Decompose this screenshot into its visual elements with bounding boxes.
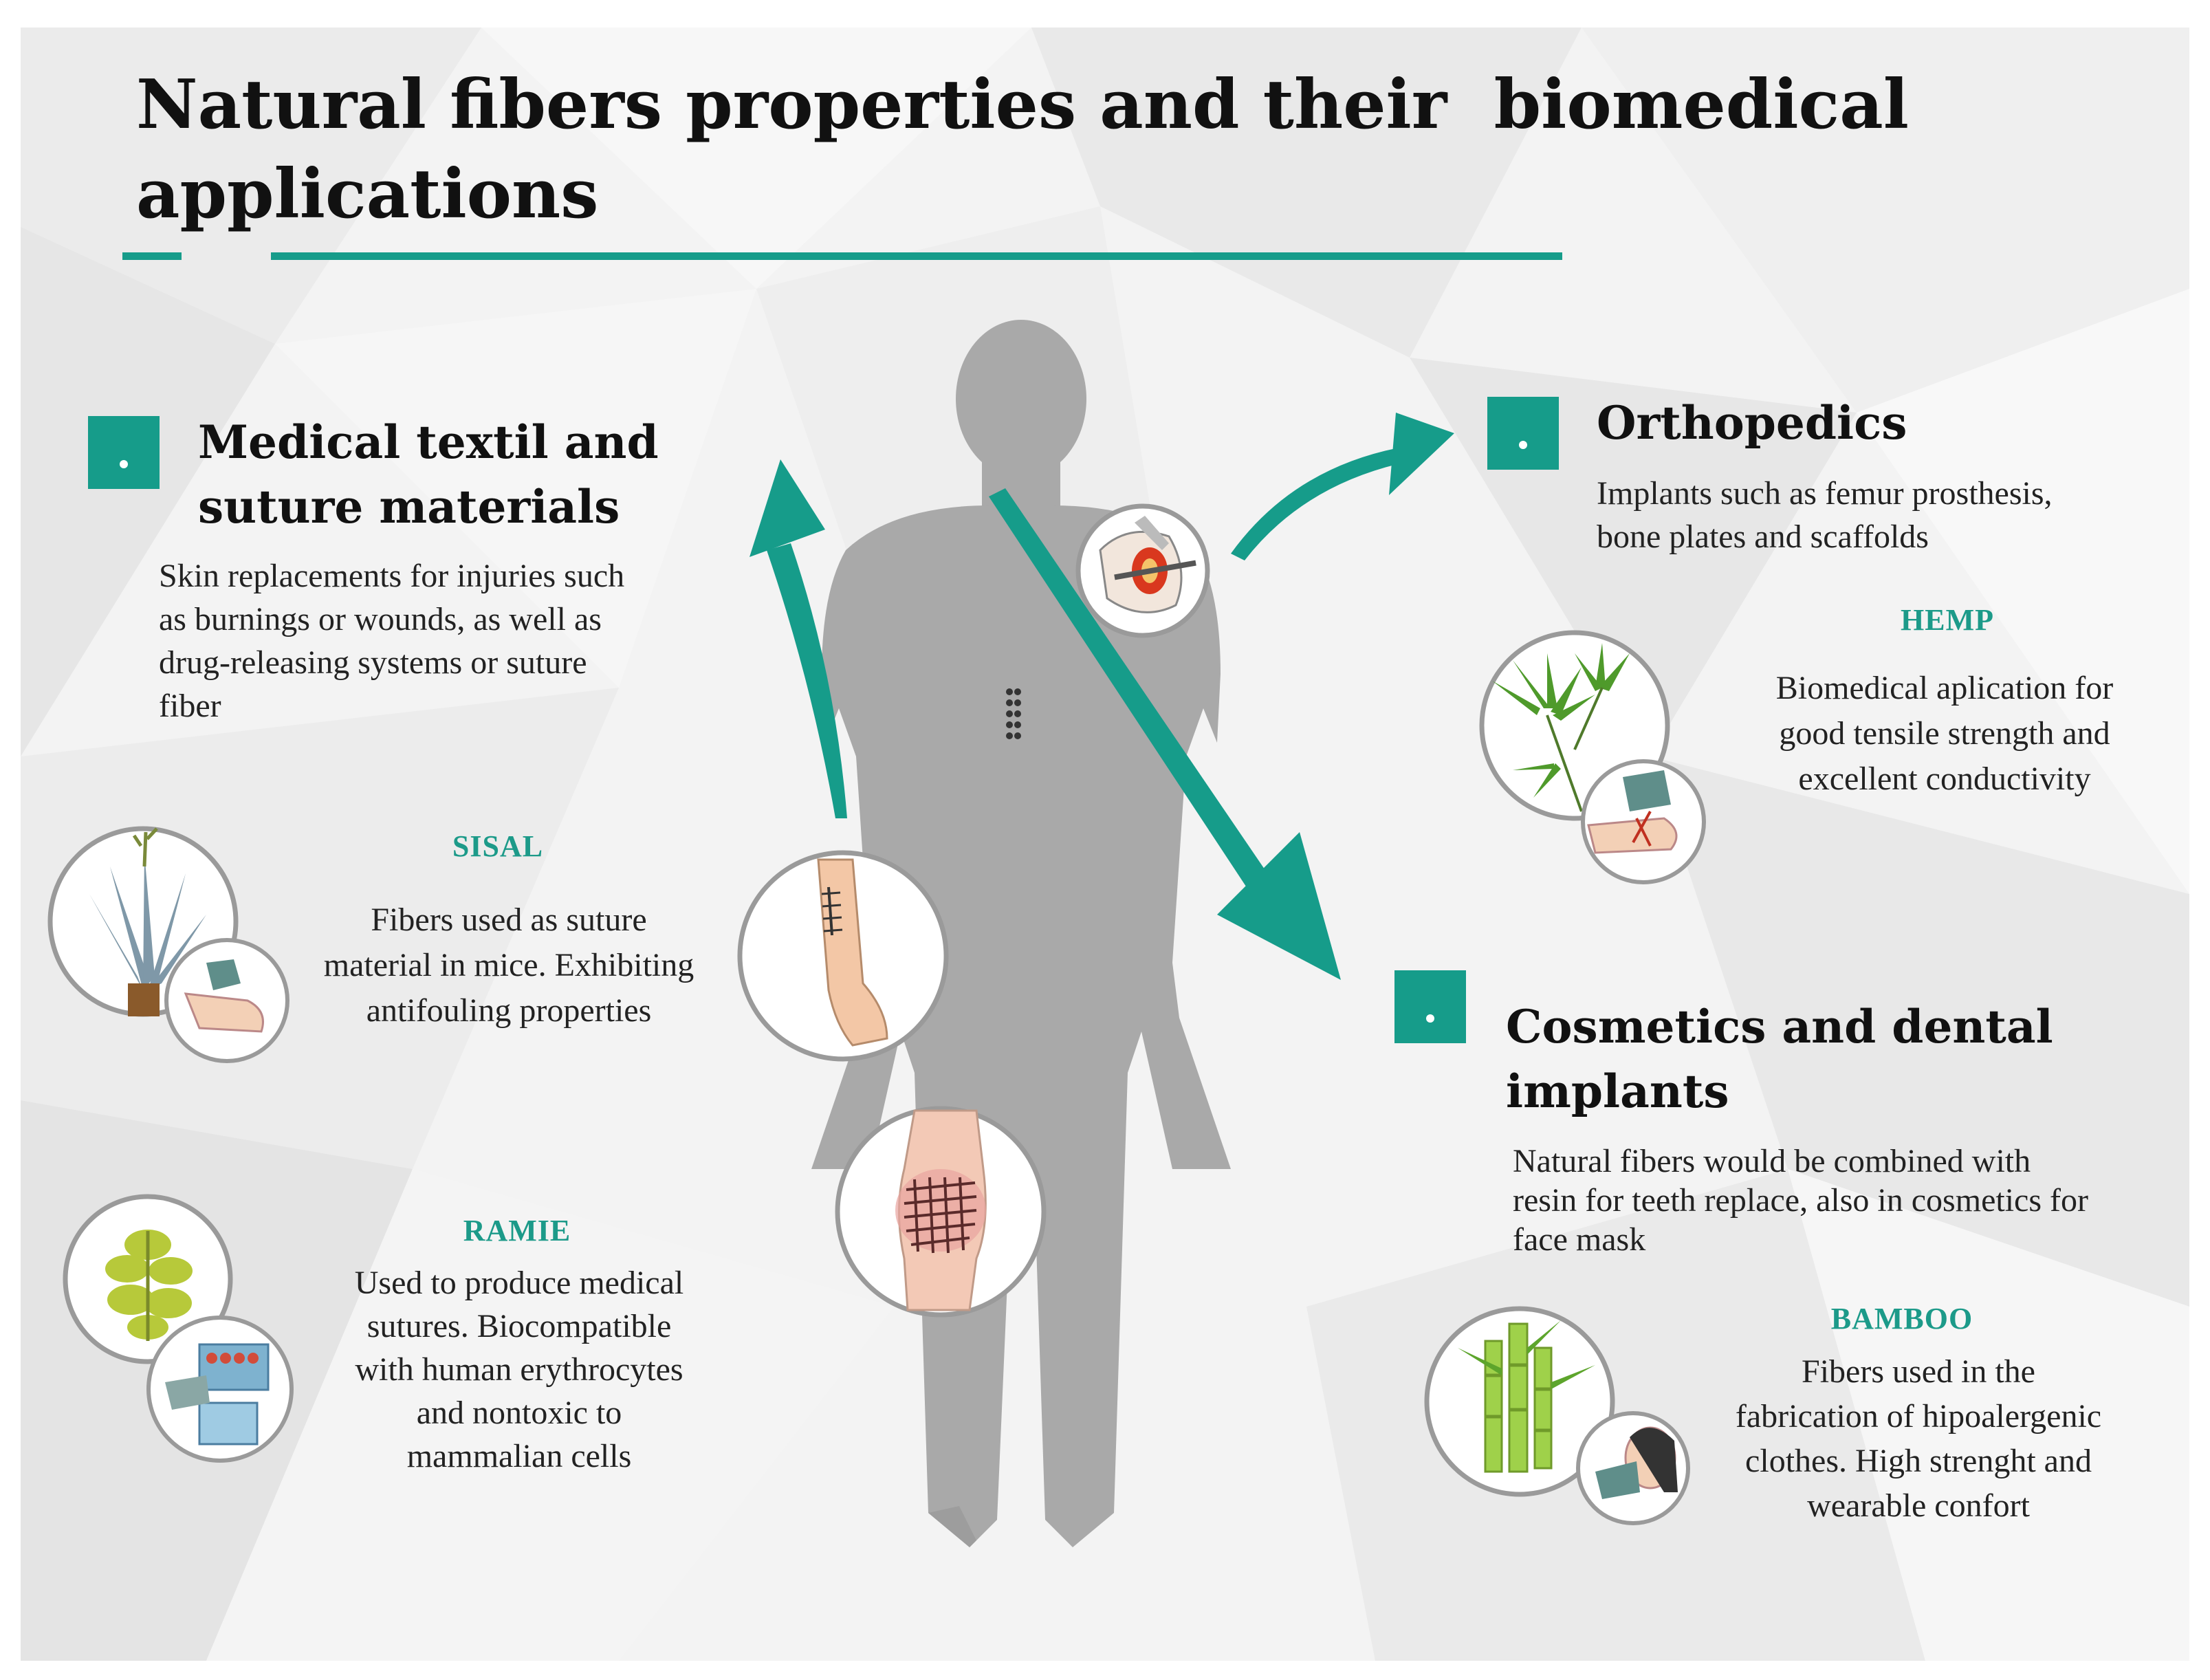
bamboo-icon (1424, 1306, 1690, 1525)
orthopedics-desc-line: Implants such as femur prosthesis, (1597, 475, 2053, 512)
sisal-description: Fibers used as suture material in mice. … (289, 897, 729, 1034)
knee-wound-icon (835, 1106, 1047, 1318)
page-title-line1: Natural fibers properties and their biom… (136, 65, 1909, 144)
hemp-label: HEMP (1901, 603, 1994, 637)
sisal-desc-line: antifouling properties (366, 992, 652, 1029)
medical-textile-heading: Medical textil and suture materials (198, 410, 817, 539)
page-title-line2: applications (136, 155, 599, 234)
bamboo-desc-line: fabrication of hipoalergenic (1735, 1398, 2102, 1434)
medical-textile-desc-line: Skin replacements for injuries such (159, 558, 625, 594)
section-marker-orthopedics (1487, 397, 1559, 470)
sisal-label: SISAL (452, 829, 544, 863)
cosmetics-desc-line: face mask (1513, 1221, 1646, 1258)
cosmetics-heading: Cosmetics and dental implants (1506, 994, 2166, 1124)
orthopedics-heading: Orthopedics (1597, 396, 1907, 450)
hemp-desc-line: excellent conductivity (1798, 761, 2091, 797)
medical-textile-heading-line1: Medical textil and (198, 415, 659, 469)
bamboo-label: BAMBOO (1830, 1302, 1973, 1335)
medical-textile-desc-line: fiber (159, 688, 221, 724)
ramie-desc-line: and nontoxic to (416, 1395, 622, 1431)
cosmetics-description: Natural fibers would be combined with re… (1513, 1142, 2187, 1259)
forearm-suture-icon (737, 850, 949, 1062)
ramie-desc-line: sutures. Biocompatible (366, 1308, 672, 1344)
section-marker-medical-textile (88, 416, 160, 489)
ramie-description: Used to produce medical sutures. Biocomp… (303, 1261, 736, 1478)
medical-textile-heading-line2: suture materials (198, 480, 620, 534)
orthopedics-desc-line: bone plates and scaffolds (1597, 519, 1929, 555)
cosmetics-heading-line2: implants (1506, 1065, 1729, 1118)
medical-textile-desc-line: as burnings or wounds, as well as (159, 601, 602, 637)
spine-dots (1006, 688, 1021, 739)
hemp-leaf-icon (1479, 630, 1706, 884)
sisal-plant-icon (47, 826, 289, 1063)
page-title: Natural fibers properties and their biom… (136, 61, 1924, 239)
hemp-desc-line: Biomedical aplication for (1775, 670, 2114, 706)
arrow-to-cosmetics (989, 488, 1341, 980)
bamboo-desc-line: Fibers used in the (1802, 1353, 2035, 1390)
ramie-label: RAMIE (463, 1214, 571, 1247)
arrow-to-orthopedics (1231, 413, 1454, 560)
cosmetics-heading-line1: Cosmetics and dental (1506, 1000, 2053, 1054)
orthopedics-description: Implants such as femur prosthesis, bone … (1597, 472, 2188, 558)
ramie-desc-line: mammalian cells (406, 1438, 632, 1474)
hemp-desc-line: good tensile strength and (1779, 715, 2110, 752)
ramie-desc-line: Used to produce medical (354, 1265, 684, 1301)
cosmetics-desc-line: Natural fibers would be combined with (1513, 1143, 2031, 1179)
human-silhouette (811, 320, 1231, 1547)
medical-textile-desc-line: drug-releasing systems or suture (159, 644, 587, 681)
section-marker-cosmetics (1394, 970, 1466, 1043)
bamboo-desc-line: clothes. High strenght and (1745, 1443, 2092, 1479)
shoulder-surgery-icon (1075, 503, 1210, 638)
bamboo-desc-line: wearable confort (1807, 1487, 2030, 1524)
medical-textile-description: Skin replacements for injuries such as b… (159, 554, 778, 728)
ramie-desc-line: with human erythrocytes (355, 1351, 683, 1388)
title-underline (122, 252, 1562, 260)
ramie-plant-icon (63, 1194, 294, 1463)
sisal-desc-line: Fibers used as suture (371, 902, 647, 938)
cosmetics-desc-line: resin for teeth replace, also in cosmeti… (1513, 1182, 2088, 1219)
bamboo-description: Fibers used in the fabrication of hipoal… (1698, 1349, 2138, 1528)
hemp-description: Biomedical aplication for good tensile s… (1725, 666, 2165, 802)
arrow-to-medical-textile (750, 459, 847, 818)
sisal-desc-line: material in mice. Exhibiting (323, 947, 694, 983)
